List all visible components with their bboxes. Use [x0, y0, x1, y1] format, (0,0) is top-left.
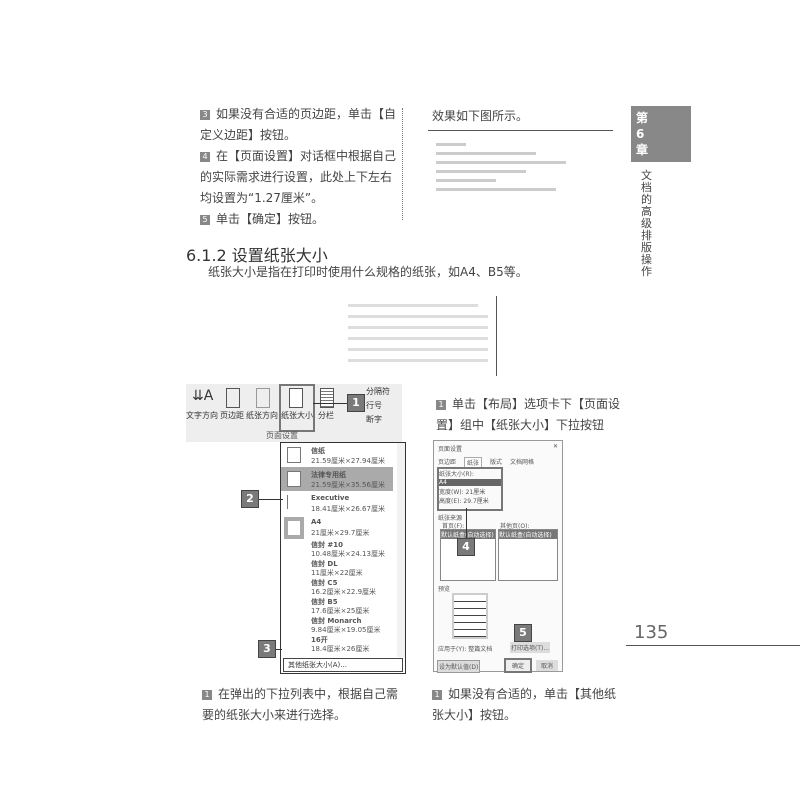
ribbon-btn-orientation[interactable]: 纸张方向 [246, 411, 278, 420]
apply-to-row: 应用于(Y): 整篇文档 [438, 644, 492, 653]
callout-4-arrow [466, 508, 467, 538]
preview-page [452, 593, 488, 639]
more-paper-sizes-button[interactable]: 其他纸张大小(A)... [283, 658, 403, 672]
first-page-tray-list[interactable]: 默认纸盒(自动选择) [440, 529, 496, 581]
tab-grid[interactable]: 文档网格 [510, 459, 535, 466]
step-number: 3 [200, 109, 210, 120]
paper-size-icon [289, 388, 303, 408]
orientation-icon [256, 388, 270, 408]
section-heading: 6.1.2 设置纸张大小 [186, 246, 328, 265]
callout-3-arrow [276, 649, 282, 650]
width-label: 宽度(W): [439, 489, 464, 496]
step-text: 如果没有合适的页边距，单击【自定义边距】按钮。 [200, 107, 397, 142]
paper-size-highlight[interactable] [279, 384, 315, 432]
print-options-button[interactable]: 打印选项(T)... [510, 642, 551, 653]
paper-source-label: 纸张来源 [438, 515, 463, 522]
callout-2: 2 [241, 490, 259, 508]
effect-screenshot [428, 135, 578, 220]
callout-2-arrow [259, 499, 283, 500]
effect-caption: 效果如下图所示。 [432, 109, 529, 123]
callout-1: 1 [347, 394, 365, 412]
text-direction-icon: ⇊A [192, 388, 214, 404]
dialog-close-icon[interactable]: ✕ [552, 443, 558, 450]
caption-text: 在弹出的下拉列表中，根据自己需要的纸张大小来进行选择。 [202, 687, 399, 722]
apply-to-select[interactable]: 整篇文档 [468, 646, 493, 653]
step-number: 1 [432, 689, 442, 700]
ribbon-btn-paper-size[interactable]: 纸张大小 [281, 411, 313, 420]
caption-text: 如果没有合适的，单击【其他纸张大小】按钮。 [432, 687, 617, 722]
chapter-title: 文档的高级排版操作 [641, 169, 652, 278]
caption-text: 单击【布局】选项卡下【页面设置】组中【纸张大小】下拉按钮 [436, 397, 621, 432]
height-input[interactable]: 29.7厘米 [463, 498, 489, 505]
margins-icon [226, 388, 240, 408]
step-number: 1 [202, 689, 212, 700]
step-number: 5 [200, 214, 210, 225]
step-text: 单击【确定】按钮。 [216, 212, 325, 226]
ribbon-btn-breaks[interactable]: 分隔符 [366, 387, 390, 396]
first-page-label: 首页(F): [442, 523, 465, 530]
columns-icon [320, 388, 334, 408]
height-label: 高度(E): [439, 498, 462, 505]
paper-size-label: 纸张大小(R): [439, 471, 474, 478]
ribbon-btn-line-numbers[interactable]: 行号 [366, 401, 382, 410]
column-divider [402, 108, 403, 220]
ribbon-btn-margins[interactable]: 页边距 [220, 411, 244, 420]
header-rule [428, 130, 613, 131]
callout-4: 4 [457, 538, 475, 556]
ribbon-page-setup: ⇊A 文字方向 页边距 纸张方向 纸张大小 分栏 分隔符 行号 断字 页面设置 [186, 384, 402, 442]
ribbon-btn-hyphenation[interactable]: 断字 [366, 415, 382, 424]
section-intro: 纸张大小是指在打印时使用什么规格的纸张，如A4、B5等。 [208, 265, 528, 279]
paper-size-select[interactable]: A4 [439, 479, 501, 486]
ribbon-group-label: 页面设置 [266, 431, 298, 440]
step-5: 5 单击【确定】按钮。 [200, 209, 400, 230]
other-pages-label: 其他页(O): [500, 523, 530, 530]
callout-1-arrow [313, 403, 347, 404]
tab-layout[interactable]: 版式 [490, 459, 503, 466]
callout-5: 5 [514, 624, 532, 642]
step-number: 1 [436, 399, 446, 410]
dialog-title: 页面设置 [438, 446, 463, 453]
document-preview [340, 296, 497, 376]
width-input[interactable]: 21厘米 [465, 489, 486, 496]
tab-margins[interactable]: 页边距 [438, 459, 457, 466]
callout-3: 3 [258, 640, 276, 658]
step-number: 4 [200, 151, 210, 162]
dropdown-scrollbar[interactable] [397, 443, 405, 657]
ribbon-btn-columns[interactable]: 分栏 [318, 411, 334, 420]
step-text: 在【页面设置】对话框中根据自己的实际需求进行设置，此处上下左右均设置为“1.27… [200, 149, 397, 205]
preview-label: 预览 [438, 586, 451, 593]
paper-size-section: 纸张大小(R): A4 宽度(W): 21厘米 高度(E): 29.7厘米 [437, 467, 503, 511]
cancel-button[interactable]: 取消 [536, 660, 559, 671]
ribbon-btn-text-direction[interactable]: 文字方向 [186, 411, 218, 420]
chapter-label: 第6章 [636, 111, 649, 157]
other-pages-tray-list[interactable]: 默认纸盒(自动选择) [498, 529, 558, 581]
set-default-button[interactable]: 设为默认值(D) [437, 660, 481, 673]
ok-button[interactable]: 确定 [504, 658, 533, 673]
page-number-rule [626, 645, 800, 646]
apply-to-label: 应用于(Y): [438, 646, 467, 653]
chapter-tab [631, 106, 691, 162]
page-setup-dialog: 页面设置 ✕ 页边距 纸张 版式 文档网格 纸张大小(R): A4 宽度(W):… [433, 440, 563, 673]
page-number: 135 [634, 622, 669, 643]
